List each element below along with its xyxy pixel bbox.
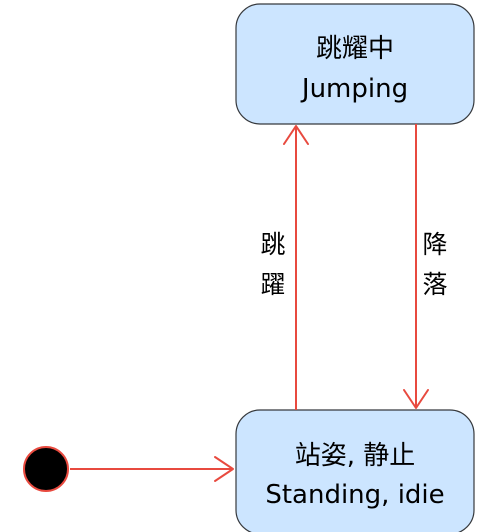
state-jumping-box: [235, 3, 475, 125]
state-standing[interactable]: 站姿, 静止 Standing, idie: [235, 409, 475, 532]
transition-jump-arrowhead: [283, 125, 309, 145]
transition-land[interactable]: 降 落: [403, 124, 448, 409]
transition-initial-arrowhead: [214, 456, 234, 482]
transition-jump-label-1: 跳: [260, 230, 285, 259]
state-jumping-label-cn: 跳耀中: [316, 34, 394, 64]
state-jumping-label-en: Jumping: [300, 74, 408, 104]
state-standing-label-en: Standing, idie: [265, 480, 444, 510]
initial-node: [23, 446, 69, 492]
transition-land-arrowhead: [403, 389, 429, 409]
state-jumping[interactable]: 跳耀中 Jumping: [235, 3, 475, 125]
initial-state[interactable]: [23, 446, 69, 492]
state-standing-box: [235, 409, 475, 532]
transition-initial[interactable]: [70, 456, 234, 482]
transition-jump[interactable]: 跳 躍: [260, 125, 309, 410]
transition-jump-label-2: 躍: [260, 270, 285, 299]
transition-land-label-2: 落: [422, 270, 447, 299]
state-standing-label-cn: 站姿, 静止: [295, 441, 416, 471]
transition-land-label-1: 降: [422, 230, 447, 259]
